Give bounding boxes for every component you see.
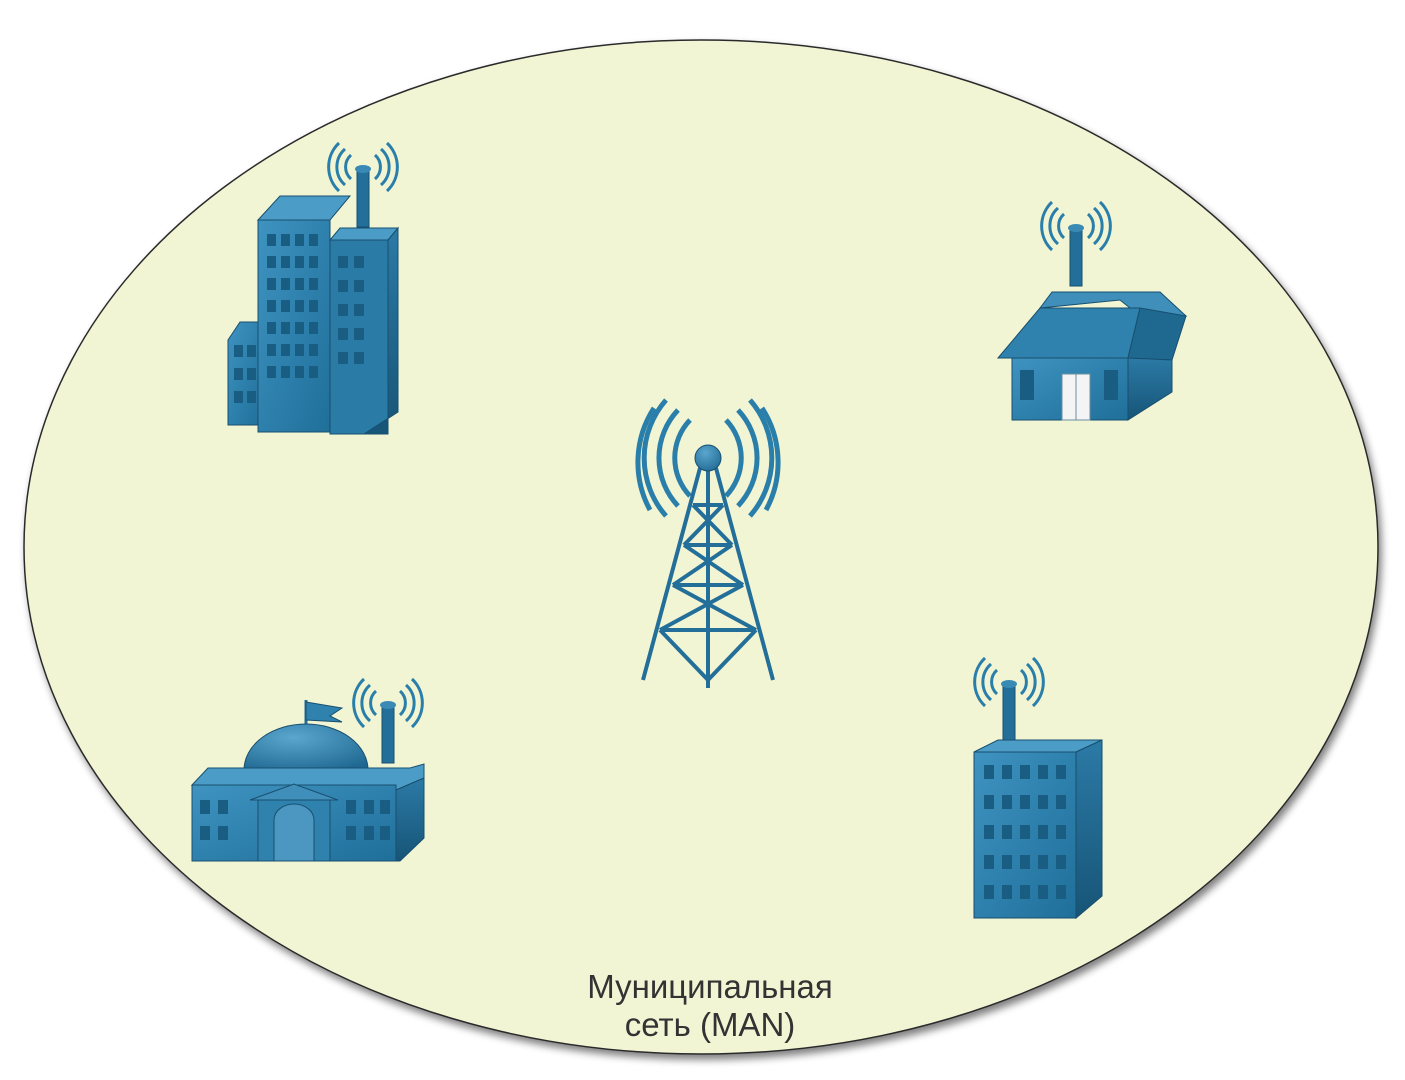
man-label: Муниципальная сеть (MAN) bbox=[460, 968, 960, 1044]
man-label-line2: сеть (MAN) bbox=[624, 1006, 796, 1043]
office-building-icon bbox=[227, 141, 400, 435]
government-building-icon bbox=[190, 677, 425, 862]
man-label-line1: Муниципальная bbox=[587, 968, 833, 1005]
house-icon bbox=[996, 200, 1188, 421]
apartment-building-icon bbox=[973, 656, 1103, 920]
radio-tower-icon bbox=[635, 398, 781, 688]
